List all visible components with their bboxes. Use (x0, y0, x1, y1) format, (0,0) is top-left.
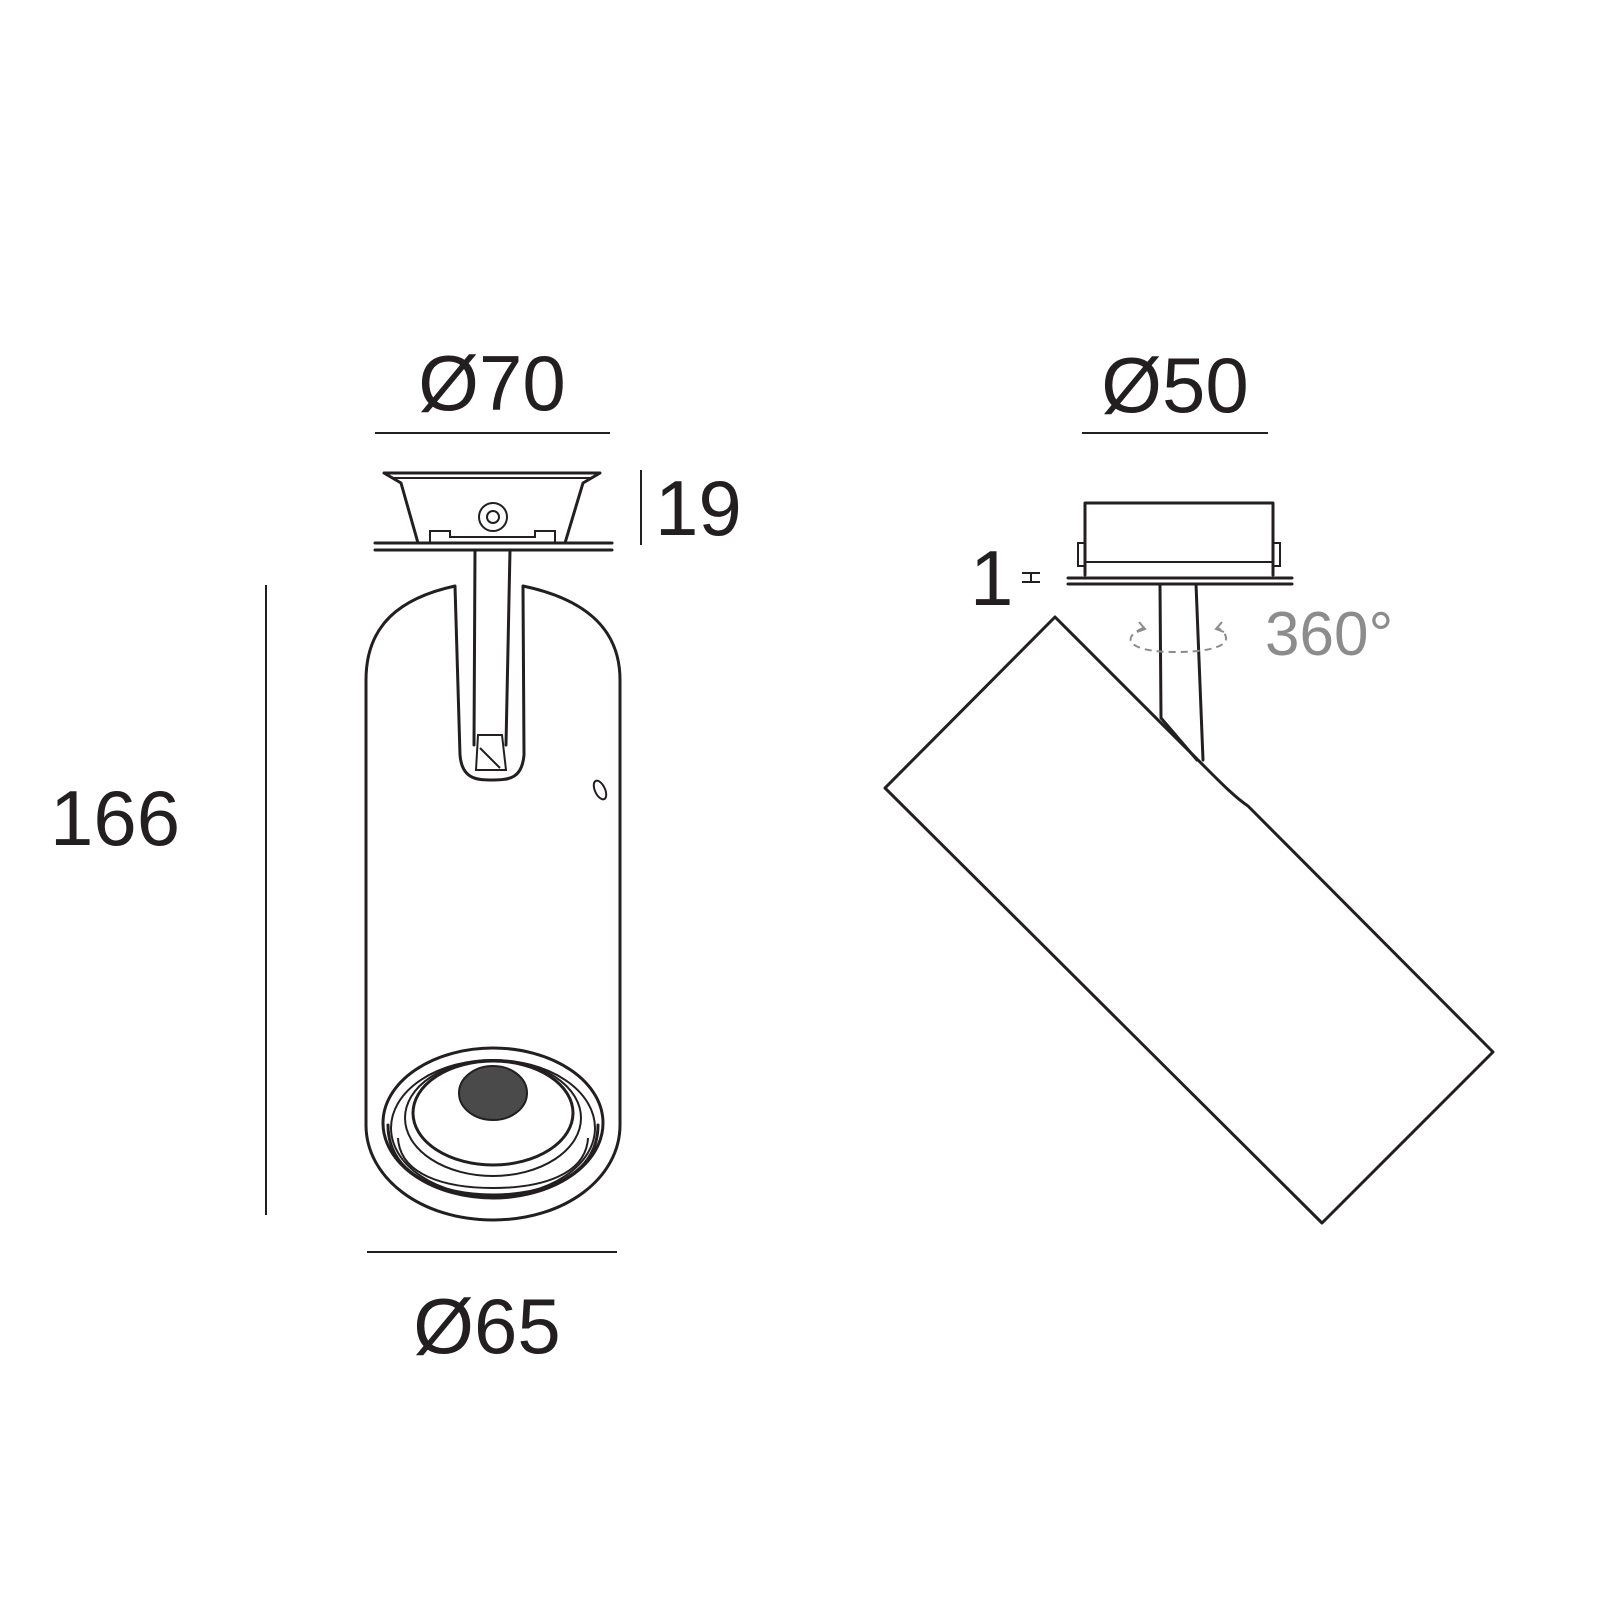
side-stem (1158, 582, 1205, 762)
label-flange-thickness: 1 (970, 534, 1013, 622)
tilted-cylinder-body (883, 615, 1495, 1225)
track-adapter (373, 471, 614, 552)
label-body-diameter: Ø65 (413, 1282, 560, 1370)
stem (472, 548, 512, 771)
lens-icon (458, 1065, 528, 1121)
label-side-diameter: Ø50 (1101, 341, 1248, 429)
label-rotation: 360° (1265, 600, 1393, 669)
label-overall-height: 166 (50, 774, 180, 862)
cylinder-body (364, 584, 622, 1222)
label-adapter-height: 19 (655, 464, 742, 552)
rotation-arrow-icon (1129, 627, 1228, 654)
adapter-screw-icon (478, 502, 508, 532)
dim-mark-flange-thickness (1022, 572, 1040, 583)
adjust-screw-icon (592, 779, 608, 801)
front-view: Ø70 19 166 Ø65 (50, 339, 742, 1370)
label-top-diameter: Ø70 (418, 339, 565, 427)
side-adapter (1066, 501, 1294, 586)
side-view: Ø50 1 360° (883, 341, 1495, 1225)
lens-assembly (381, 1046, 605, 1200)
rotation-indicator (1129, 621, 1228, 654)
